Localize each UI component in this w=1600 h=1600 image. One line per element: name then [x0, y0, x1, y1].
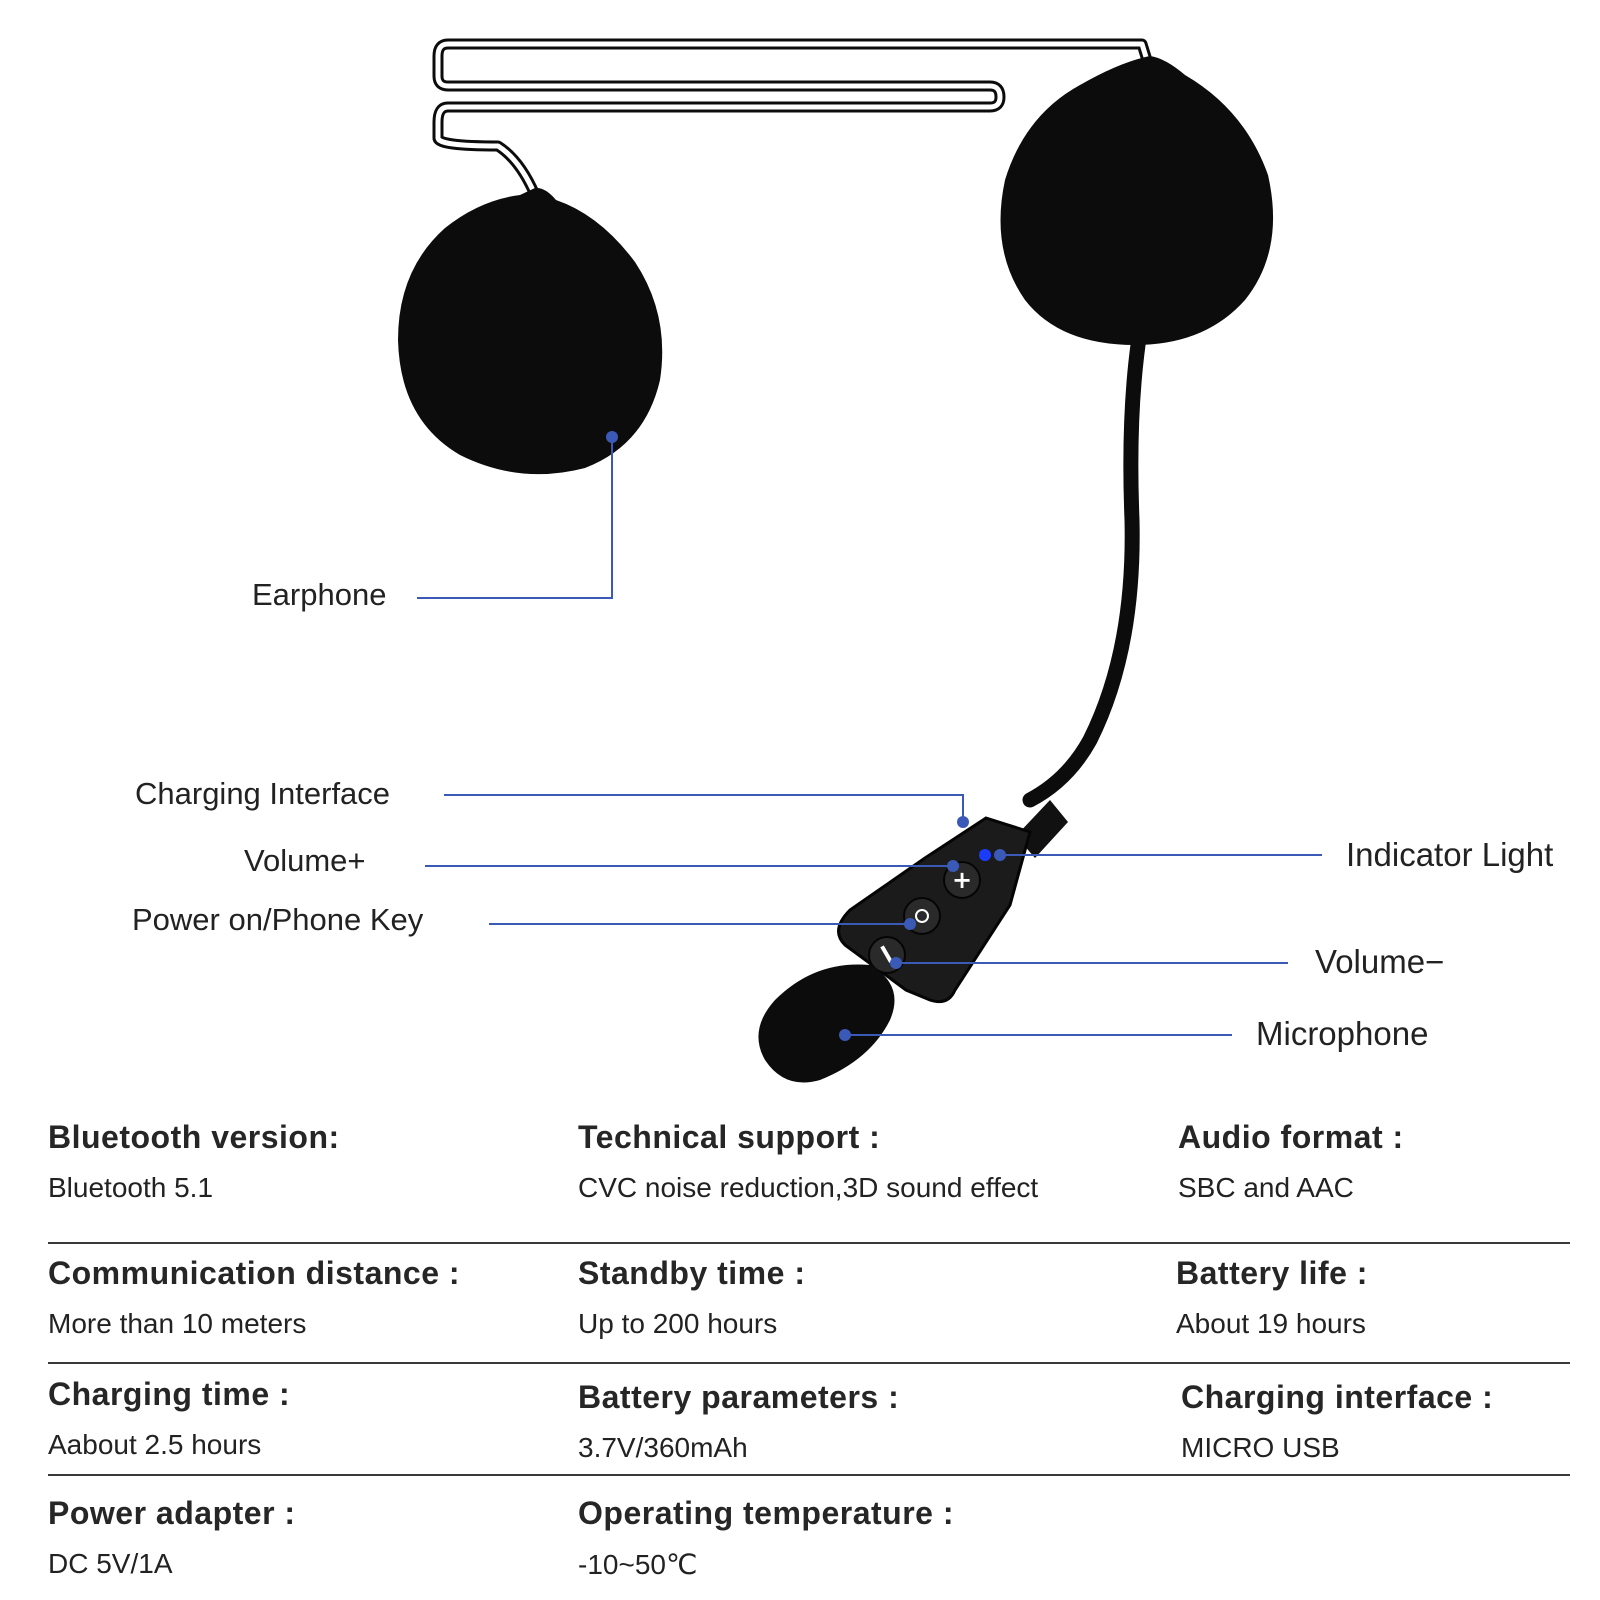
- callout-microphone: Microphone: [1256, 1015, 1429, 1052]
- leader-lines: [417, 437, 1322, 1036]
- spec-value: Bluetooth 5.1: [48, 1172, 214, 1203]
- spec-value: Aabout 2.5 hours: [48, 1429, 262, 1460]
- spec-audio-format: Audio format : SBC and AAC: [1178, 1119, 1404, 1204]
- spec-label: Battery parameters :: [578, 1379, 900, 1415]
- divider: [48, 1242, 1570, 1244]
- microphone-foam: [758, 964, 895, 1083]
- callout-power-key: Power on/Phone Key: [132, 902, 424, 937]
- left-earphone: [398, 187, 663, 475]
- spec-charging-interface: Charging interface : MICRO USB: [1181, 1379, 1493, 1464]
- divider: [48, 1474, 1570, 1476]
- spec-label: Technical support :: [578, 1119, 881, 1155]
- spec-value: -10~50℃: [578, 1549, 698, 1580]
- spec-charging-time: Charging time : Aabout 2.5 hours: [48, 1376, 290, 1461]
- spec-battery-life: Battery life : About 19 hours: [1176, 1255, 1368, 1340]
- plus-icon: +: [952, 866, 972, 894]
- spec-value: More than 10 meters: [48, 1308, 307, 1339]
- spec-value: DC 5V/1A: [48, 1548, 173, 1579]
- spec-operating-temperature: Operating temperature : -10~50℃: [578, 1495, 954, 1581]
- spec-label: Charging time :: [48, 1376, 291, 1412]
- power-icon: [915, 909, 929, 923]
- spec-label: Bluetooth version:: [48, 1119, 340, 1155]
- spec-battery-parameters: Battery parameters : 3.7V/360mAh: [578, 1379, 899, 1464]
- boom-cable: [1022, 337, 1146, 808]
- spec-technical-support: Technical support : CVC noise reduction,…: [578, 1119, 1038, 1204]
- spec-standby-time: Standby time : Up to 200 hours: [578, 1255, 805, 1340]
- spec-value: 3.7V/360mAh: [578, 1432, 748, 1463]
- spec-label: Communication distance :: [48, 1255, 461, 1291]
- callout-indicator-light: Indicator Light: [1346, 836, 1554, 873]
- spec-label: Standby time :: [578, 1255, 806, 1291]
- spec-power-adapter: Power adapter : DC 5V/1A: [48, 1495, 296, 1580]
- callout-earphone: Earphone: [252, 577, 387, 612]
- spec-label: Charging interface :: [1181, 1379, 1494, 1415]
- spec-value: CVC noise reduction,3D sound effect: [578, 1172, 1039, 1203]
- spec-communication-distance: Communication distance : More than 10 me…: [48, 1255, 460, 1340]
- spec-bluetooth-version: Bluetooth version: Bluetooth 5.1: [48, 1119, 340, 1204]
- spec-label: Audio format :: [1178, 1119, 1404, 1155]
- headset-diagram: +: [398, 38, 1322, 1083]
- spec-value: SBC and AAC: [1178, 1172, 1354, 1203]
- spec-label: Battery life :: [1176, 1255, 1368, 1291]
- callout-volume-plus: Volume+: [244, 843, 366, 878]
- spec-label: Power adapter :: [48, 1495, 296, 1531]
- callout-volume-minus: Volume−: [1315, 943, 1445, 980]
- indicator-led: [979, 849, 991, 861]
- spec-label: Operating temperature :: [578, 1495, 955, 1531]
- spec-value: About 19 hours: [1176, 1308, 1366, 1339]
- right-earphone: [1000, 56, 1274, 345]
- spec-value: Up to 200 hours: [578, 1308, 778, 1339]
- control-unit: +: [837, 800, 1068, 1004]
- minus-icon: [880, 945, 893, 963]
- callout-charging-interface: Charging Interface: [135, 776, 391, 811]
- spec-value: MICRO USB: [1181, 1432, 1340, 1463]
- leader-dots: [606, 431, 1006, 1041]
- divider: [48, 1362, 1570, 1364]
